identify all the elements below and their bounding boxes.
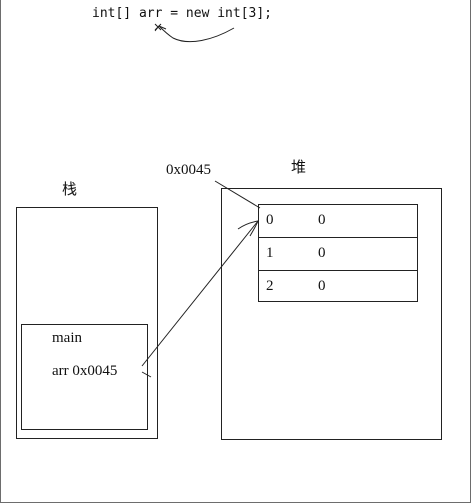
heap-label: 堆	[291, 160, 307, 176]
array-value: 0	[318, 278, 326, 294]
array-index: 1	[266, 245, 274, 261]
array-value: 0	[318, 212, 326, 228]
main-frame-label: main	[52, 330, 82, 346]
array-value: 0	[318, 245, 326, 261]
code-pointer-arrowhead	[154, 25, 167, 32]
array-cell: 2 0	[258, 270, 418, 302]
heap-address-label: 0x0045	[166, 162, 211, 178]
code-pointer-mark	[154, 23, 162, 31]
array-cell: 0 0	[258, 204, 418, 238]
array-index: 0	[266, 212, 274, 228]
array-index: 2	[266, 278, 274, 294]
array-cell: 1 0	[258, 237, 418, 271]
stack-label: 栈	[62, 182, 78, 198]
code-line: int[] arr = new int[3];	[92, 6, 273, 21]
code-pointer-arrow	[158, 25, 235, 43]
arr-variable: arr 0x0045	[52, 363, 118, 379]
